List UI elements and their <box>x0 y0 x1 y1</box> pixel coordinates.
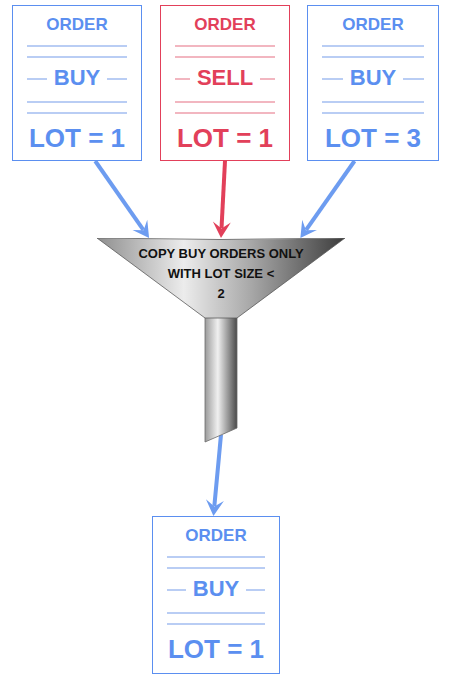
arrow-shaft <box>306 161 354 230</box>
arrow-shaft <box>95 161 143 230</box>
lot-size: LOT = 3 <box>325 123 421 153</box>
filter-rule: COPY BUY ORDERS ONLY WITH LOT SIZE < 2 <box>97 238 345 304</box>
ruled-line <box>322 56 424 58</box>
arrow-shaft <box>214 435 221 506</box>
text-row: ORDER <box>308 15 438 35</box>
ruled-line <box>167 612 265 614</box>
order-ticket: ORDER SELL LOT = 1 <box>160 5 290 161</box>
ruled-line <box>175 45 275 47</box>
flow-arrow <box>300 161 354 238</box>
flow-arrow <box>206 435 224 516</box>
text-row: BUY <box>153 576 279 602</box>
lot-size: LOT = 1 <box>168 634 264 664</box>
ticket-header: ORDER <box>185 526 246 545</box>
order-side: SELL <box>190 65 260 90</box>
ruled-line <box>167 567 265 569</box>
text-row: ORDER <box>13 15 141 35</box>
arrow-head <box>206 499 224 516</box>
order-side: BUY <box>186 576 246 601</box>
text-row: LOT = 1 <box>13 123 141 154</box>
order-ticket: ORDER BUY LOT = 1 <box>152 516 280 674</box>
ruled-line <box>322 112 424 114</box>
arrow-head <box>213 222 231 238</box>
ruled-line <box>322 101 424 103</box>
lot-size: LOT = 1 <box>29 123 125 153</box>
ruled-line <box>27 112 127 114</box>
order-ticket: ORDER BUY LOT = 1 <box>12 5 142 161</box>
ruled-line <box>175 56 275 58</box>
arrow-head <box>300 220 317 238</box>
text-row: BUY <box>308 65 438 91</box>
funnel-cone <box>97 238 345 318</box>
text-row: BUY <box>13 65 141 91</box>
flow-arrow <box>95 161 149 238</box>
text-row: LOT = 1 <box>153 634 279 665</box>
text-row: LOT = 3 <box>308 123 438 154</box>
ruled-line <box>167 623 265 625</box>
ruled-line <box>27 56 127 58</box>
text-row: LOT = 1 <box>161 123 289 154</box>
arrow-shaft <box>222 161 225 228</box>
ticket-header: ORDER <box>194 15 255 34</box>
ticket-header: ORDER <box>342 15 403 34</box>
order-side: BUY <box>47 65 107 90</box>
ruled-line <box>175 112 275 114</box>
ruled-line <box>27 101 127 103</box>
text-row: SELL <box>161 65 289 91</box>
arrow-head <box>133 220 150 238</box>
text-row: ORDER <box>161 15 289 35</box>
ticket-header: ORDER <box>46 15 107 34</box>
funnel-tube <box>205 316 237 442</box>
ruled-line <box>322 45 424 47</box>
ruled-line <box>175 101 275 103</box>
lot-size: LOT = 1 <box>177 123 273 153</box>
order-ticket: ORDER BUY LOT = 3 <box>307 5 439 161</box>
ruled-line <box>27 45 127 47</box>
filter-funnel: COPY BUY ORDERS ONLY WITH LOT SIZE < 2 <box>97 238 345 444</box>
text-row: ORDER <box>153 526 279 546</box>
flow-arrow <box>213 161 231 238</box>
ruled-line <box>167 556 265 558</box>
order-side: BUY <box>343 65 403 90</box>
